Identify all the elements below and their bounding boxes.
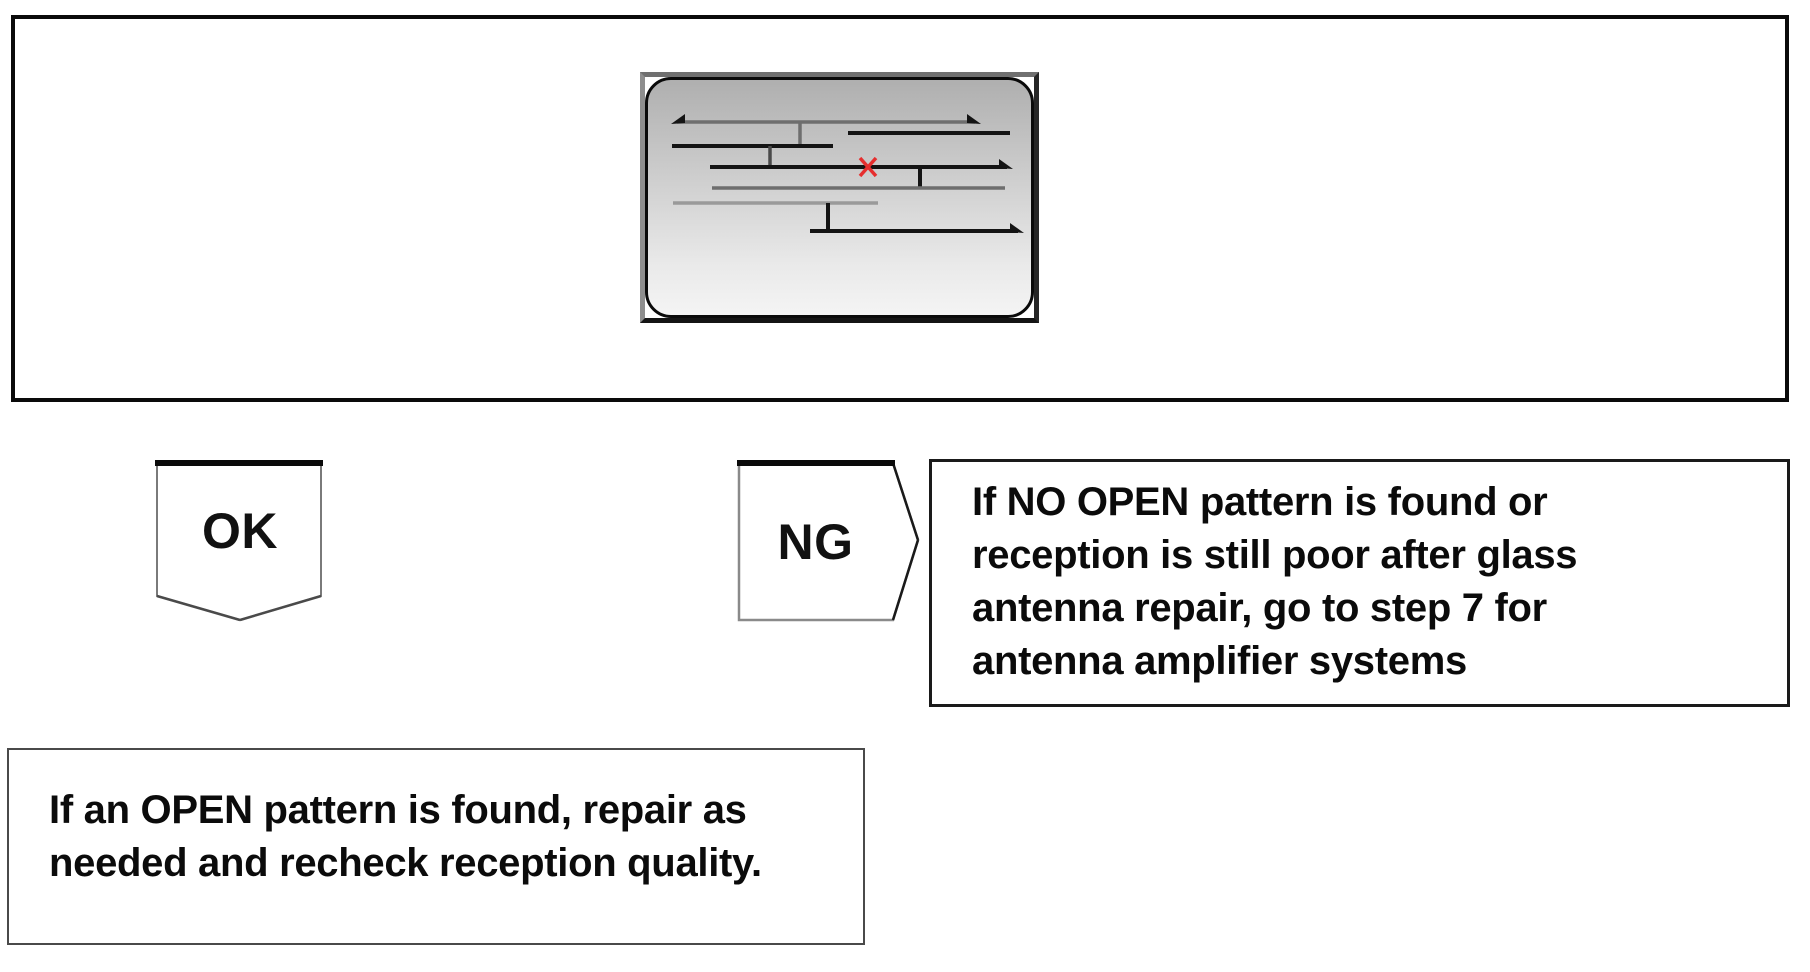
ng-label: NG xyxy=(777,513,854,570)
glass-antenna-pattern-icon xyxy=(671,114,1024,233)
ng-note-line: antenna repair, go to step 7 for xyxy=(972,586,1547,630)
ok-label: OK xyxy=(202,502,278,559)
ok-pentagon-shape xyxy=(155,460,323,622)
open-point-marker xyxy=(858,156,878,178)
ng-note-line: If NO OPEN pattern is found or xyxy=(972,480,1548,524)
ng-connector: NG xyxy=(737,459,922,624)
rear-glass-antenna-illustration xyxy=(640,72,1039,323)
ok-note-box: If an OPEN pattern is found, repair as n… xyxy=(7,748,865,945)
glass-surface xyxy=(645,77,1034,318)
ok-note-line: If an OPEN pattern is found, repair as xyxy=(49,788,747,832)
ng-note-line: antenna amplifier systems xyxy=(972,639,1467,683)
ng-note-box: If NO OPEN pattern is found or reception… xyxy=(929,459,1790,707)
inspection-step-box xyxy=(11,15,1789,402)
ng-pentagon-shape xyxy=(737,460,920,622)
ok-connector: OK xyxy=(155,459,325,624)
ng-note-line: reception is still poor after glass xyxy=(972,533,1578,577)
ok-note-line: needed and recheck reception quality. xyxy=(49,841,762,885)
